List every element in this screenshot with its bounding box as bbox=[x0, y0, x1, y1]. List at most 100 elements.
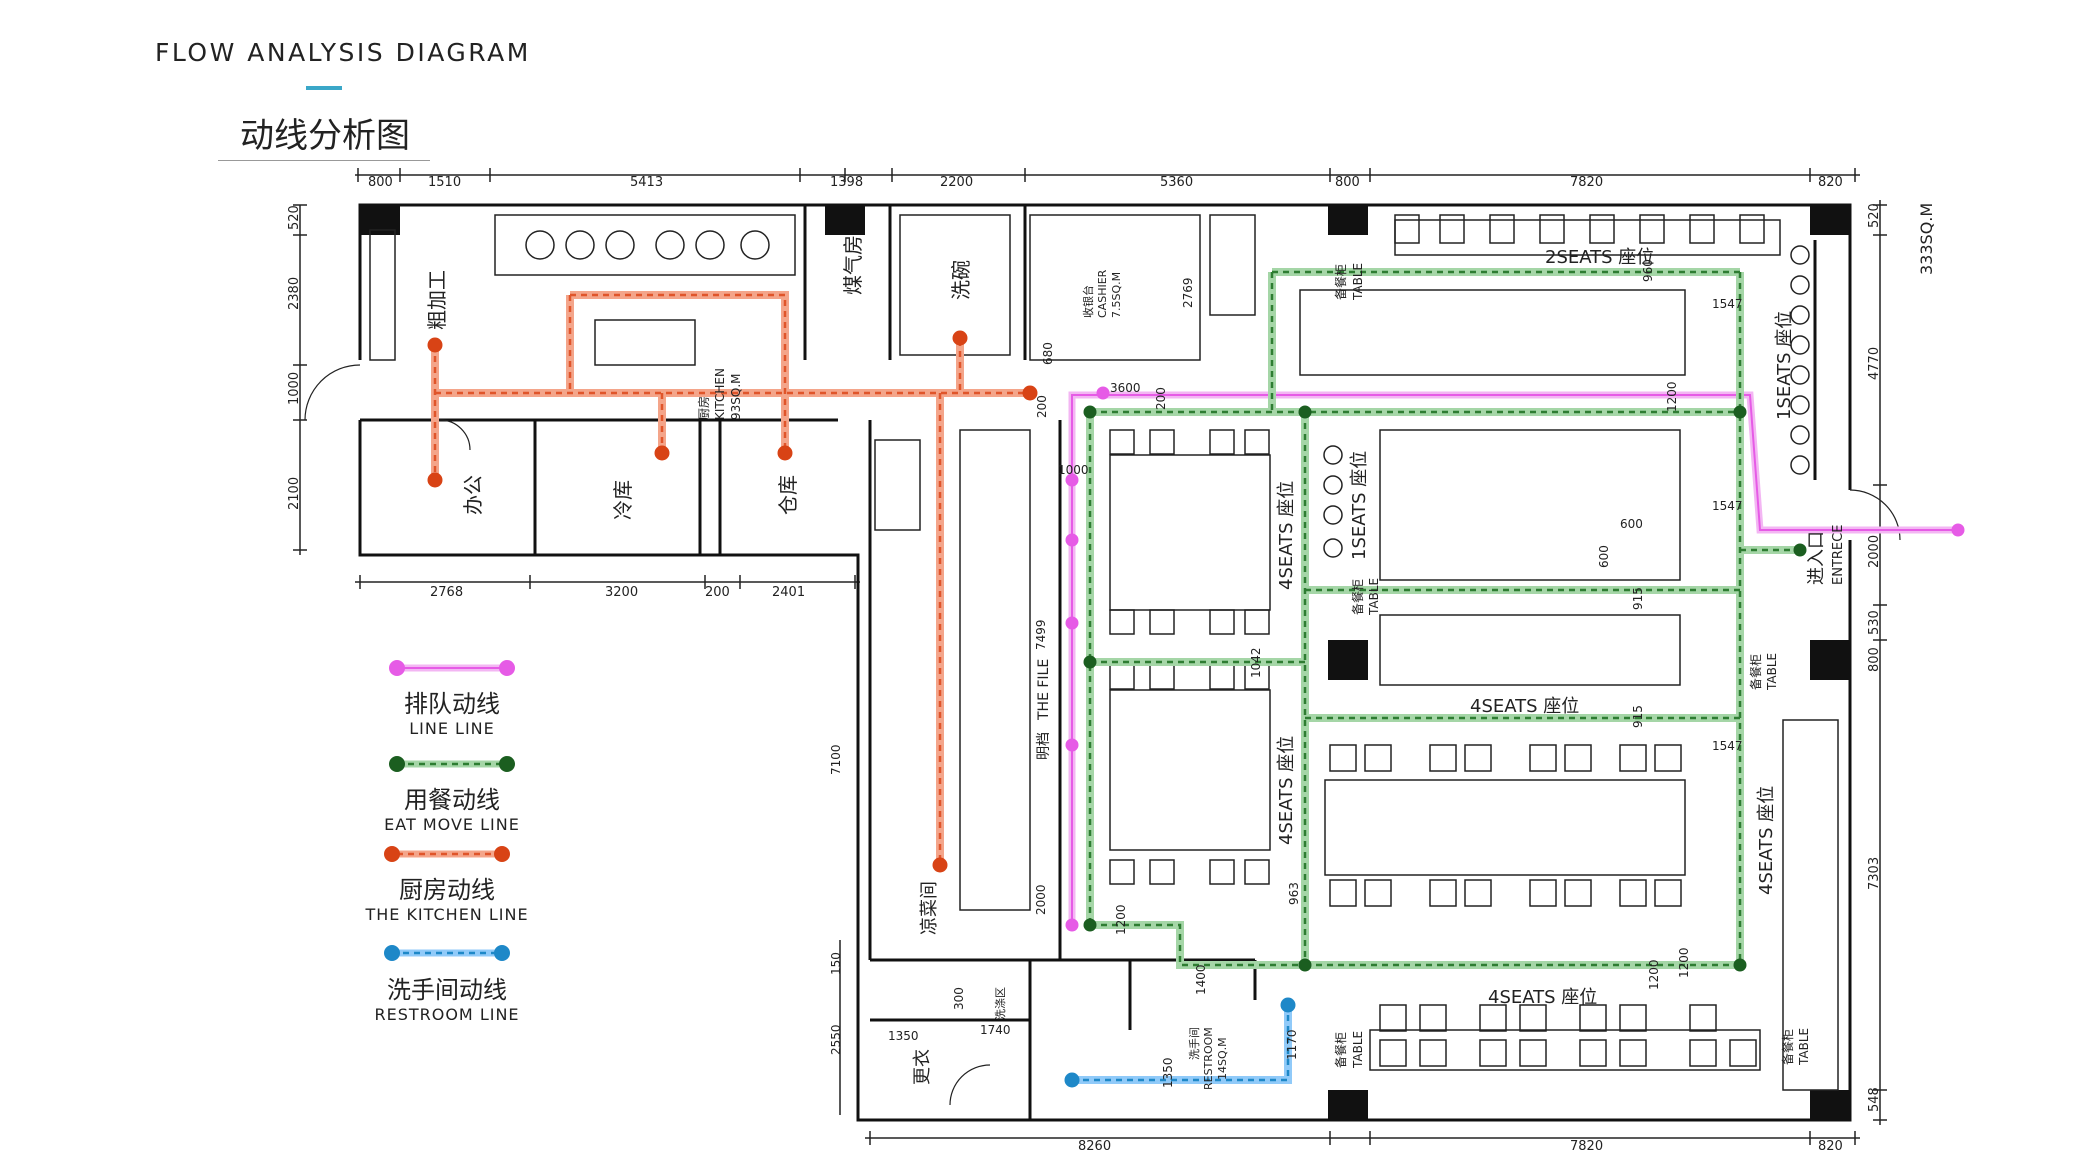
legend-restroom-line: 洗手间动线 RESTROOM LINE bbox=[347, 970, 547, 1024]
legend-label-en: RESTROOM LINE bbox=[374, 1005, 520, 1024]
dim-label: 1200 bbox=[1665, 381, 1679, 412]
table-label-cn: 备餐柜 bbox=[1748, 654, 1763, 690]
room-restroom-en: RESTROOM bbox=[1202, 1027, 1215, 1090]
dim-label: 1000 bbox=[287, 372, 302, 405]
dim-label: 7820 bbox=[1570, 1139, 1603, 1154]
header-title-en: FLOW ANALYSIS DIAGRAM bbox=[155, 38, 531, 67]
dim-label: 7303 bbox=[1867, 857, 1882, 890]
total-area: 333SQ.M bbox=[1917, 203, 1936, 275]
header-accent-bar bbox=[306, 86, 342, 90]
legend-eat-move-line: 用餐动线 EAT MOVE LINE bbox=[352, 780, 552, 834]
dimension-labels-bottom: 2768 3200 200 2401 8260 7820 820 bbox=[430, 585, 1843, 1154]
dim-label: 2100 bbox=[287, 477, 302, 510]
dim-label: 150 bbox=[829, 952, 843, 975]
dim-label: 2401 bbox=[772, 585, 805, 600]
dim-label: 800 bbox=[368, 175, 393, 190]
dim-label: 2380 bbox=[287, 277, 302, 310]
flow-restroom-line bbox=[1064, 997, 1296, 1088]
dim-label: 7100 bbox=[829, 744, 843, 775]
dim-label: 2000 bbox=[1034, 884, 1048, 915]
dim-label: 1350 bbox=[888, 1029, 919, 1043]
room-office: 办公 bbox=[461, 475, 485, 515]
flow-eat-move-line bbox=[1083, 268, 1807, 972]
dim-label: 520 bbox=[287, 205, 302, 230]
seating-labels: 2SEATS 座位 1SEATS 座位 1SEATS 座位 4SEATS 座位 … bbox=[1276, 247, 1811, 1069]
seats-1-right: 1SEATS 座位 bbox=[1774, 311, 1795, 420]
dim-label: 600 bbox=[1597, 545, 1611, 568]
legend-label-en: LINE LINE bbox=[409, 719, 495, 738]
room-kitchen-area: 93SQ.M bbox=[729, 374, 743, 421]
room-restroom-area: 14SQ.M bbox=[1216, 1037, 1229, 1080]
seats-4-bottom: 4SEATS 座位 bbox=[1488, 987, 1597, 1008]
dim-label: 2768 bbox=[430, 585, 463, 600]
walls bbox=[358, 203, 1852, 1122]
room-labels: 粗加工 办公 冷库 仓库 煤气房 洗碗 厨房 KITCHEN 93SQ.M 收银… bbox=[425, 203, 1936, 1090]
room-kitchen-cn: 厨房 bbox=[696, 396, 711, 420]
room-gas: 煤气房 bbox=[841, 235, 865, 295]
dim-label: 2000 bbox=[1867, 535, 1882, 568]
dim-label: 1400 bbox=[1194, 964, 1208, 995]
seats-4-right: 4SEATS 座位 bbox=[1756, 786, 1777, 895]
dimension-labels-top: 800 1510 5413 1398 2200 5360 800 7820 82… bbox=[368, 175, 1843, 190]
room-rough-processing: 粗加工 bbox=[425, 270, 449, 330]
dim-label: 3600 bbox=[1110, 381, 1141, 395]
table-label-en: TABLE bbox=[1351, 1031, 1365, 1069]
dining-tables bbox=[1109, 219, 1839, 1091]
table-label-cn: 备餐柜 bbox=[1780, 1029, 1795, 1065]
dim-label: 200 bbox=[1035, 395, 1049, 418]
dim-label: 548 bbox=[1867, 1087, 1882, 1112]
room-kitchen-en: KITCHEN bbox=[713, 368, 727, 420]
legend-label-en: THE KITCHEN LINE bbox=[365, 905, 529, 924]
dim-label: 1547 bbox=[1712, 739, 1743, 753]
dim-label: 1170 bbox=[1285, 1029, 1299, 1060]
dim-label: 820 bbox=[1818, 1139, 1843, 1154]
columns bbox=[360, 205, 1850, 1120]
dim-label: 200 bbox=[705, 585, 730, 600]
room-open-file-cn: 明档 bbox=[1036, 732, 1052, 760]
seat-rows bbox=[1109, 214, 1810, 1067]
table-label-en: TABLE bbox=[1351, 263, 1365, 301]
dim-label: 800 bbox=[1867, 647, 1882, 672]
room-entrance-cn: 进入口 bbox=[1806, 531, 1827, 585]
legend-kitchen-line: 厨房动线 THE KITCHEN LINE bbox=[347, 870, 547, 924]
flow-line-line bbox=[1065, 386, 1965, 932]
dim-label: 1042 bbox=[1249, 647, 1263, 678]
dim-label: 960 bbox=[1641, 259, 1655, 282]
room-wash-area: 洗涤区 bbox=[993, 987, 1007, 1020]
room-restroom-cn: 洗手间 bbox=[1187, 1027, 1201, 1060]
table-label-en: TABLE bbox=[1367, 578, 1381, 616]
dim-label: 8260 bbox=[1078, 1139, 1111, 1154]
table-label-cn: 备餐柜 bbox=[1333, 264, 1348, 300]
legend-swatches bbox=[384, 660, 515, 961]
seats-2: 2SEATS 座位 bbox=[1545, 247, 1654, 268]
room-cashier-cn: 收银台 bbox=[1081, 285, 1095, 318]
room-cold-storage: 冷库 bbox=[611, 480, 635, 520]
dimension-labels-left: 520 2380 1000 2100 bbox=[287, 205, 302, 510]
dim-label: 963 bbox=[1287, 882, 1301, 905]
room-entrance-en: ENTRECE bbox=[1831, 525, 1846, 585]
room-warehouse: 仓库 bbox=[776, 475, 800, 515]
dim-label: 200 bbox=[1154, 387, 1168, 410]
dim-label: 1547 bbox=[1712, 499, 1743, 513]
dimension-labels-right: 520 4770 2000 530 800 7303 548 bbox=[1867, 203, 1882, 1112]
dimension-ticks bbox=[293, 168, 1887, 1145]
flow-kitchen-line bbox=[427, 291, 1038, 873]
room-open-file-en: THE FILE bbox=[1036, 659, 1052, 721]
legend-label-cn: 用餐动线 bbox=[404, 786, 500, 814]
dim-label: 5413 bbox=[630, 175, 663, 190]
table-label-cn: 备餐柜 bbox=[1333, 1032, 1348, 1068]
dim-label: 1510 bbox=[428, 175, 461, 190]
dim-label: 2200 bbox=[940, 175, 973, 190]
dim-label: 1398 bbox=[830, 175, 863, 190]
table-label-en: TABLE bbox=[1765, 653, 1779, 691]
header-title-cn: 动线分析图 bbox=[240, 116, 410, 156]
dim-label: 1350 bbox=[1161, 1057, 1175, 1088]
dim-label: 1000 bbox=[1058, 463, 1089, 477]
legend-label-en: EAT MOVE LINE bbox=[384, 815, 520, 834]
dim-label: 1200 bbox=[1677, 947, 1691, 978]
dim-label: 530 bbox=[1867, 610, 1882, 635]
room-cashier-area: 7.5SQ.M bbox=[1110, 272, 1123, 318]
legend-label-cn: 排队动线 bbox=[404, 690, 500, 718]
dim-label: 1547 bbox=[1712, 297, 1743, 311]
